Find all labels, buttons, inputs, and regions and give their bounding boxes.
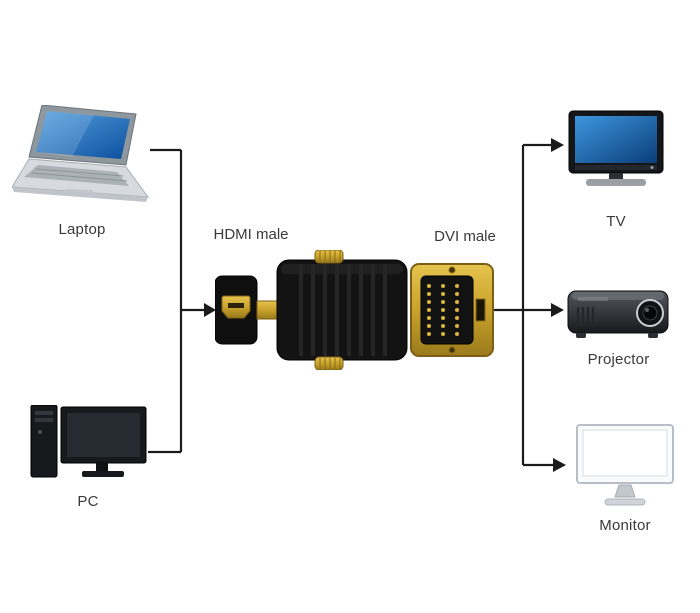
dvi-plug — [410, 263, 494, 357]
pc-illustration: PC — [28, 405, 148, 510]
tv-icon — [568, 110, 664, 186]
dvi-male-label: DVI male — [434, 228, 496, 245]
projector-illustration: Projector — [566, 283, 671, 368]
hdmi-dvi-adapter-image — [215, 250, 494, 370]
thumbscrews — [314, 250, 344, 370]
hdmi-male-label: HDMI male — [213, 226, 289, 243]
pc-label: PC — [77, 493, 99, 510]
laptop-label: Laptop — [58, 221, 106, 238]
monitor-icon — [576, 424, 674, 506]
laptop-illustration: Laptop — [12, 105, 152, 238]
monitor-illustration: Monitor — [575, 423, 675, 534]
laptop-icon — [12, 105, 150, 202]
adapter-body — [276, 250, 408, 370]
hdmi-plug — [215, 275, 258, 345]
tv-label: TV — [606, 213, 626, 230]
hdmi-tongue — [256, 300, 278, 320]
monitor-label: Monitor — [599, 517, 651, 534]
projector-label: Projector — [587, 351, 650, 368]
tv-illustration: TV — [568, 110, 664, 230]
projector-icon — [567, 290, 669, 338]
pc-icon — [30, 405, 147, 478]
